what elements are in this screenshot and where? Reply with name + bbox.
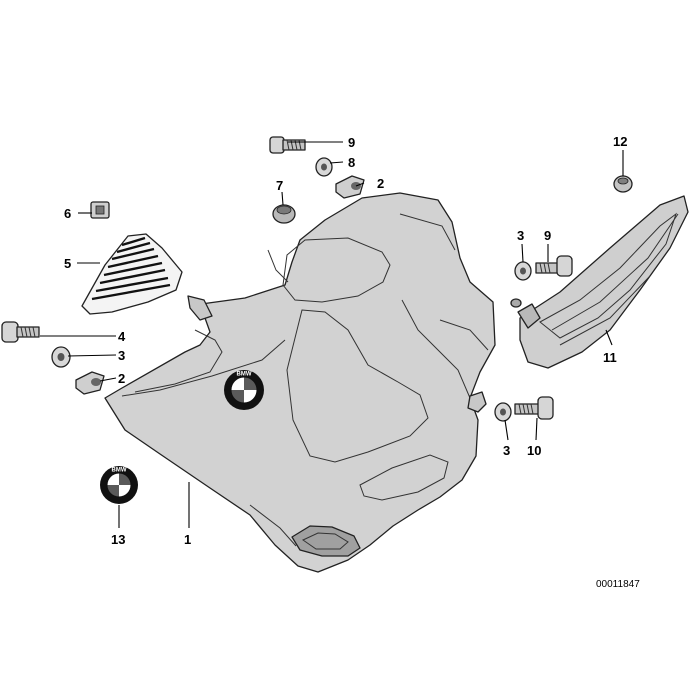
- callout-1: 1: [184, 532, 191, 547]
- callout-3-right-top: 3: [517, 228, 524, 243]
- bmw-emblem-loose[interactable]: BMW: [100, 466, 138, 504]
- air-grille[interactable]: [81, 233, 183, 315]
- callout-13: 13: [111, 532, 125, 547]
- callout-9-right: 9: [544, 228, 551, 243]
- washer-top[interactable]: [315, 157, 333, 177]
- grommet-small[interactable]: [613, 175, 633, 193]
- leader-lines: [40, 141, 624, 528]
- callout-9-top: 9: [348, 135, 355, 150]
- bmw-emblem-on-fairing: BMW: [224, 370, 264, 410]
- callout-10: 10: [527, 443, 541, 458]
- washer-right-bottom[interactable]: [494, 402, 512, 422]
- rubber-grommet[interactable]: [272, 204, 296, 224]
- screw-top[interactable]: [269, 136, 306, 154]
- diagram-reference-number: 00011847: [596, 579, 640, 590]
- washer-left[interactable]: [51, 346, 71, 368]
- emblem-letters-loose: BMW: [112, 468, 127, 474]
- screw-right-top[interactable]: [535, 255, 573, 277]
- callout-12: 12: [613, 134, 627, 149]
- callout-6: 6: [64, 206, 71, 221]
- callout-3-right-bottom: 3: [503, 443, 510, 458]
- callout-2-left: 2: [118, 371, 125, 386]
- screw-left[interactable]: [1, 321, 40, 343]
- fairing-panel[interactable]: [104, 192, 496, 573]
- side-trim-panel[interactable]: [517, 195, 689, 369]
- callout-8: 8: [348, 155, 355, 170]
- screw-fairing-mount: [510, 298, 522, 308]
- callout-5: 5: [64, 256, 71, 271]
- callout-labels: 9 8 2 7 6 5 4 3 2 3 9 12 11 3 10 1 13: [64, 134, 627, 547]
- washer-right-top[interactable]: [514, 261, 532, 281]
- clip-nut[interactable]: [90, 201, 110, 219]
- callout-4: 4: [118, 329, 126, 344]
- clip-top[interactable]: [335, 175, 365, 199]
- clip-left[interactable]: [75, 371, 105, 395]
- screw-right-bottom[interactable]: [514, 396, 554, 420]
- callout-2-top: 2: [377, 176, 384, 191]
- callout-11: 11: [603, 350, 617, 365]
- emblem-letters: BMW: [237, 372, 252, 378]
- callout-7: 7: [276, 178, 283, 193]
- callout-3-left: 3: [118, 348, 125, 363]
